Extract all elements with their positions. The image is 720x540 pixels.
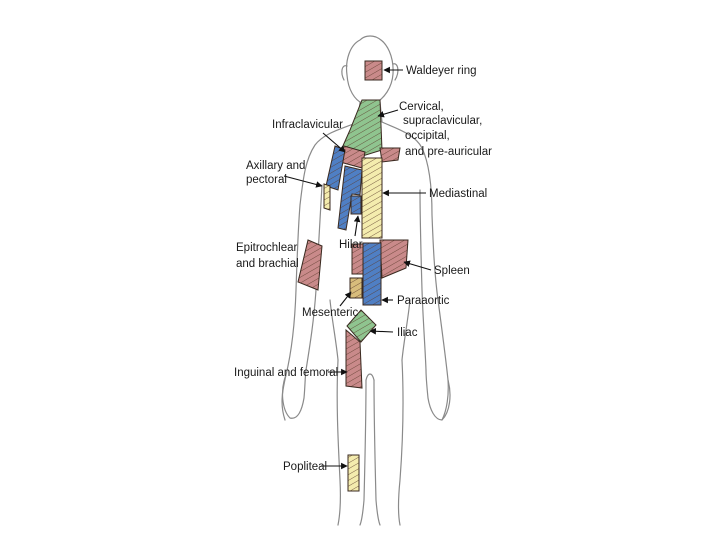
label-axillary-line2: pectoral: [246, 174, 287, 186]
node-regions: [297, 60, 409, 492]
label-spleen: Spleen: [434, 265, 470, 277]
label-cervical-line3: occipital,: [405, 130, 450, 142]
label-iliac: Iliac: [397, 327, 418, 339]
label-cervical-line4: and pre-auricular: [405, 146, 492, 158]
label-hilar: Hilar: [339, 239, 363, 251]
label-waldeyer-ring: Waldeyer ring: [406, 65, 477, 77]
label-cervical-line2: supraclavicular,: [403, 115, 482, 127]
label-inguinal-femoral: Inguinal and femoral: [234, 367, 338, 379]
label-axillary-line1: Axillary and: [246, 160, 305, 172]
label-paraaortic: Paraaortic: [397, 295, 450, 307]
label-popliteal: Popliteal: [283, 461, 327, 473]
label-mediastinal: Mediastinal: [429, 188, 487, 200]
label-epitrochlear-line2: and brachial: [236, 258, 299, 270]
body-outline: [281, 35, 451, 526]
label-epitrochlear-line1: Epitrochlear: [236, 242, 298, 254]
label-mesenteric: Mesenteric: [302, 307, 358, 319]
pointer-arrows: [283, 66, 432, 470]
label-cervical-line1: Cervical,: [399, 101, 444, 113]
region-labels: Waldeyer ring Cervical, supraclavicular,…: [234, 65, 492, 473]
label-infraclavicular: Infraclavicular: [272, 119, 343, 131]
